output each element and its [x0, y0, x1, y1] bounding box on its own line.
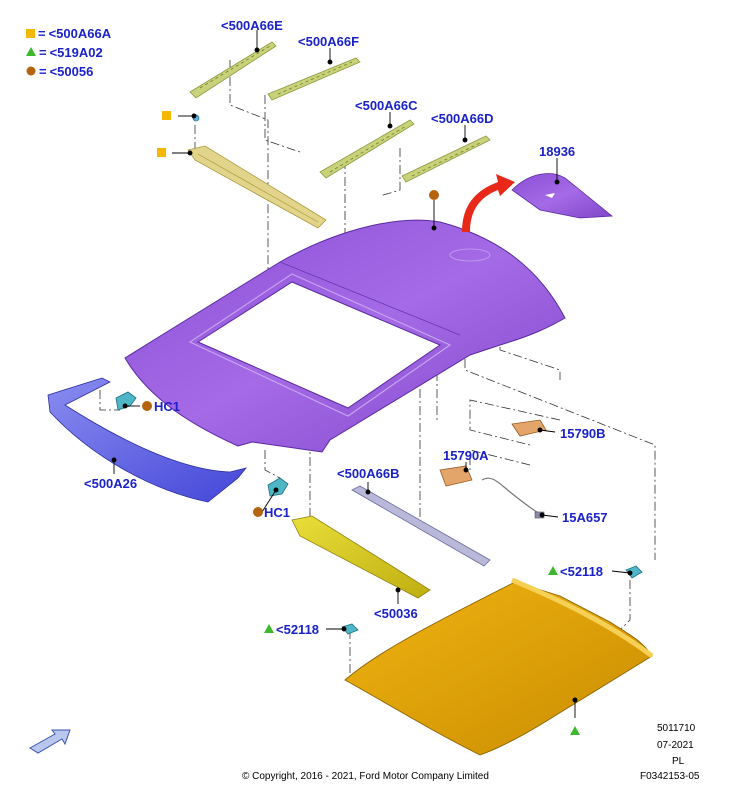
rail-500A66E: [189, 41, 277, 99]
callout-leaders: [111, 30, 633, 718]
legend-text: <500A66A: [48, 25, 112, 41]
navigation-arrow-icon: [29, 729, 71, 754]
legend-text: <519A02: [49, 44, 103, 60]
legend-triangle: = <519A02: [26, 44, 103, 60]
rail-500A66C: [319, 119, 415, 179]
copyright: © Copyright, 2016 - 2021, Ford Motor Com…: [242, 771, 489, 782]
rail-500A66B: [351, 485, 491, 567]
callout-52118-a: <52118: [560, 564, 604, 579]
circle-marker: [253, 507, 263, 517]
wire-harness-15A657: [481, 477, 545, 519]
hc1-clip-b: [267, 477, 289, 497]
rail-500A66D: [401, 135, 491, 183]
callout-500A26: <500A26: [84, 476, 138, 491]
callout-15790B: 15790B: [560, 426, 606, 441]
front-rail-trim: [187, 145, 327, 229]
circle-icon: [26, 66, 36, 76]
legend-square: = <500A66A: [26, 25, 111, 41]
legend-equals: =: [39, 44, 47, 60]
callout-50036: <50036: [374, 606, 418, 621]
callout-500A66D: <500A66D: [431, 111, 494, 126]
legend-equals: =: [38, 25, 46, 41]
callout-500A66F: <500A66F: [298, 34, 360, 49]
triangle-marker: [548, 566, 558, 575]
triangle-marker: [570, 726, 580, 735]
circle-marker: [142, 401, 152, 411]
callout-15790A: 15790A: [443, 448, 489, 463]
figure-id: F0342153-05: [640, 771, 700, 782]
callout-hc1-a: HC1: [154, 399, 181, 414]
square-marker: [157, 148, 166, 157]
callout-18936: 18936: [539, 144, 576, 159]
callout-500A66B: <500A66B: [337, 466, 400, 481]
triangle-icon: [26, 47, 36, 56]
doc-lang: PL: [672, 756, 685, 767]
callout-500A66E: <500A66E: [221, 18, 283, 33]
lamp-15790B: [511, 419, 547, 437]
roof-panel: [124, 219, 566, 453]
circle-marker: [429, 190, 439, 200]
legend-equals: =: [39, 63, 47, 79]
callout-15A657: 15A657: [562, 510, 608, 525]
rail-500A66F: [267, 57, 361, 101]
square-marker: [162, 111, 171, 120]
legend-text: <50056: [49, 63, 94, 79]
callout-hc1-b: HC1: [264, 505, 291, 520]
clip-52118-b: [341, 623, 359, 635]
hc1-clip-a: [115, 391, 137, 411]
callout-52118-b: <52118: [276, 622, 320, 637]
triangle-marker: [264, 624, 274, 633]
legend-circle: = <50056: [26, 63, 93, 79]
doc-date: 07-2021: [657, 740, 694, 751]
square-icon: [26, 28, 35, 38]
doc-number: 5011710: [657, 723, 696, 734]
callout-500A66C: <500A66C: [355, 98, 418, 113]
roof-bow-50036: [291, 515, 431, 599]
rotate-arrow-icon: [462, 174, 515, 232]
headliner-panel: [344, 577, 654, 756]
rear-trim-500A26: [47, 377, 248, 503]
cutout-panel-18936: [511, 173, 614, 219]
